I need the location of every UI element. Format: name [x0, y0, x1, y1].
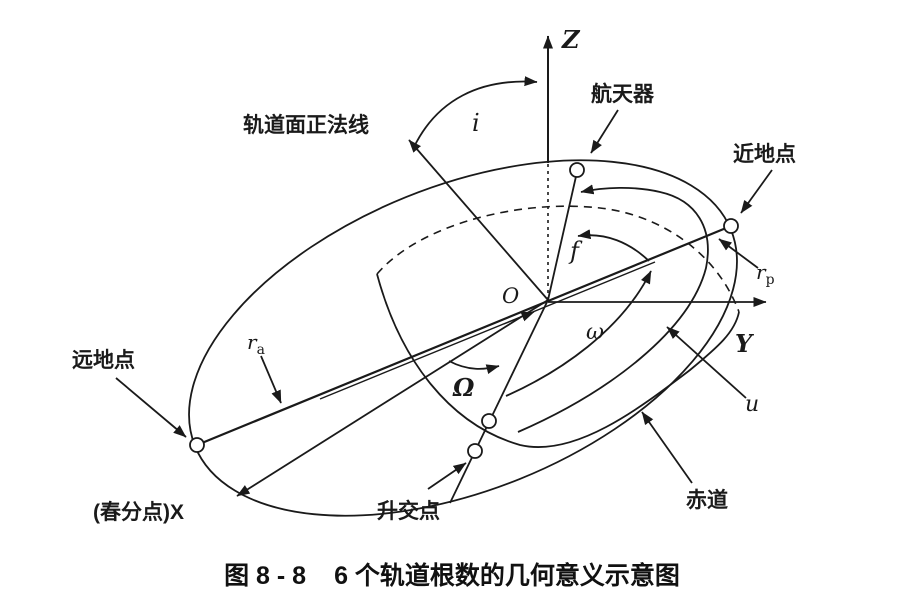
ascending-node-label: 升交点: [377, 499, 440, 523]
x-axis: [236, 299, 549, 497]
spacecraft-leader-arrow: [590, 109, 619, 154]
equator-leader-arrow: [641, 411, 693, 484]
axes-lines: [236, 35, 767, 497]
rp-leader-arrow: [718, 238, 759, 269]
apsidal-line: [196, 224, 732, 447]
angle-arcs: [413, 76, 709, 433]
ra-leader-arrow: [260, 355, 282, 404]
origin-label: O: [502, 284, 519, 308]
figure-caption-number: 图 8 - 8: [224, 562, 307, 590]
true-anomaly-arc: [577, 229, 650, 262]
ellipses: [188, 159, 740, 517]
equator-back-dashed-curve: [376, 205, 740, 313]
perigee-marker: [723, 218, 739, 234]
z-axis-label: Z: [561, 25, 581, 54]
arg-latitude-symbol: u: [745, 392, 759, 417]
ascending-node-marker-lower: [467, 443, 483, 459]
orbit-ellipse: [188, 159, 738, 517]
apogee-leader-arrow: [115, 377, 187, 438]
apogee-marker: [189, 437, 205, 453]
point-markers: [189, 162, 739, 459]
y-axis-label: Y: [735, 329, 755, 358]
arg-perigee-symbol: ω: [586, 320, 604, 345]
true-anomaly-symbol: f: [568, 237, 583, 265]
inclination-symbol: i: [472, 109, 480, 137]
x-axis-label: (春分点)X: [93, 500, 184, 524]
leader-arrows: [115, 109, 773, 490]
apsidal-direction-arrow: [503, 311, 535, 325]
arg-perigee-arc: [505, 270, 652, 397]
apogee-label: 远地点: [72, 348, 135, 372]
text-labels: Z Y (春分点)X O 轨道面正法线 航天器 近地点 远地点 升交点 赤道 i…: [72, 25, 796, 524]
ascending-node-leader-arrow: [427, 462, 467, 490]
ra-symbol: ra: [247, 330, 265, 358]
spacecraft-radius-line: [547, 171, 578, 301]
apsidal-line-offset: [319, 261, 656, 400]
raan-symbol: Ω: [452, 373, 475, 402]
arg-latitude-arc: [517, 184, 709, 433]
perigee-leader-arrow: [740, 169, 773, 214]
inclination-arc: [413, 76, 538, 148]
ascending-node-marker-upper: [481, 413, 497, 429]
spacecraft-marker: [569, 162, 585, 178]
figure-caption-title: 6 个轨道根数的几何意义示意图: [334, 562, 680, 590]
orbit-normal-label: 轨道面正法线: [243, 113, 369, 137]
equator-label: 赤道: [686, 488, 728, 512]
orbit-normal-line: [408, 139, 549, 301]
equator-front-curve: [376, 273, 740, 448]
figure-caption: 图 8 - 8 6 个轨道根数的几何意义示意图: [0, 556, 904, 592]
rp-symbol: rp: [756, 260, 775, 288]
spacecraft-label: 航天器: [591, 82, 655, 106]
u-leader-arrow: [666, 326, 747, 399]
perigee-label: 近地点: [733, 142, 796, 166]
raan-arc: [448, 360, 500, 375]
